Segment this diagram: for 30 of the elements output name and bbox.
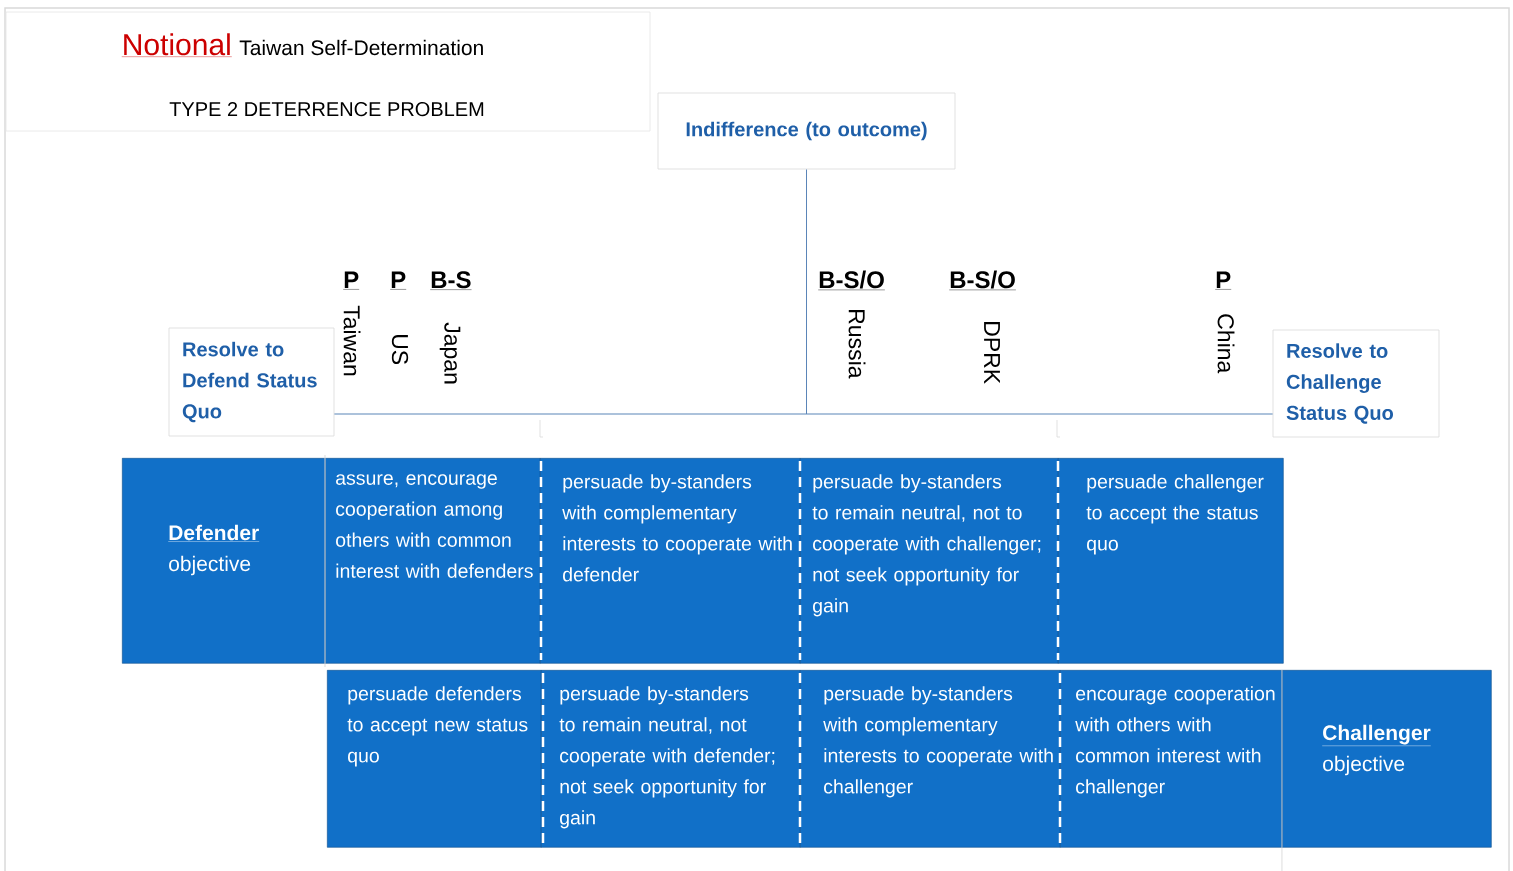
- actor-name: China: [1217, 314, 1235, 374]
- actor-role: P: [343, 271, 360, 290]
- label-box: Resolve to Challenge Status Quo: [1272, 329, 1440, 438]
- subtitle-text: TYPE 2 DETERRENCE PROBLEM: [169, 102, 484, 117]
- actor-role: B-S/O: [949, 270, 1017, 291]
- actor-name: US: [391, 335, 409, 365]
- connector-line: [806, 168, 807, 415]
- objective-cell: Challenger objective: [1282, 670, 1492, 848]
- actor-name: Japan: [439, 322, 461, 384]
- label-box: Indifference (to outcome): [657, 92, 956, 170]
- table-cell: persuade by-standers with complementary interests to cooperate with challenger: [800, 670, 1061, 848]
- label-box: Resolve to Defend Status Quo: [168, 327, 335, 437]
- actor-role: P: [390, 271, 407, 290]
- table-cell: persuade by-standers to remain neutral, not to cooperate with challenger; not seek opportunity for gain: [800, 458, 1059, 664]
- table-cell: persuade defenders to accept new status quo: [327, 670, 542, 848]
- actor-name: DPRK: [984, 322, 1000, 384]
- objective-cell: Defender objective: [122, 458, 326, 664]
- actor-role: P: [1215, 271, 1232, 290]
- actor-role: B-S/O: [818, 270, 886, 291]
- actor-name: Russia: [848, 310, 866, 379]
- actor-name: Taiwan: [343, 305, 361, 376]
- table-cell: assure, encourage cooperation among others with common interest with defenders: [325, 458, 541, 664]
- table-cell: persuade by-standers to remain neutral, not cooperate with defender; not seek opportunity for gain: [541, 670, 801, 848]
- actor-role: B-S: [430, 271, 472, 290]
- table-cell: encourage cooperation with others with common interest with challenger: [1060, 670, 1283, 848]
- table-cell: persuade by-standers with complementary interests to cooperate with defender: [540, 458, 801, 664]
- title-text: Taiwan Self-Determination: [239, 39, 483, 56]
- table-cell: persuade challenger to accept the status quo: [1058, 458, 1284, 664]
- connector-line: [333, 413, 1274, 415]
- title-text: Notional: [121, 33, 232, 57]
